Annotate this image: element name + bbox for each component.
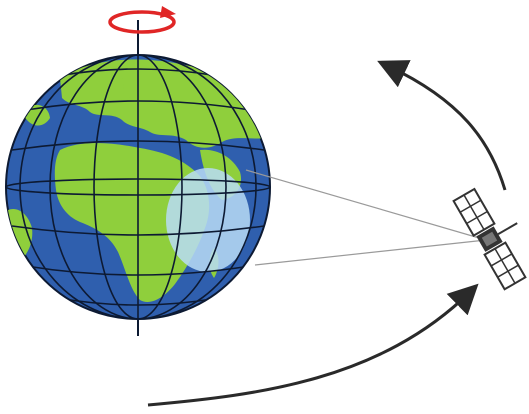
orbit-arrow-upper [388,66,505,190]
earth-globe [6,55,270,319]
earth-rotation-arrow [110,6,176,32]
coverage-area [166,168,250,272]
solar-panel-lower [485,243,526,290]
solar-panel-upper [454,189,495,236]
signal-beams [246,170,486,265]
orbit-arrow-lower [148,292,470,405]
